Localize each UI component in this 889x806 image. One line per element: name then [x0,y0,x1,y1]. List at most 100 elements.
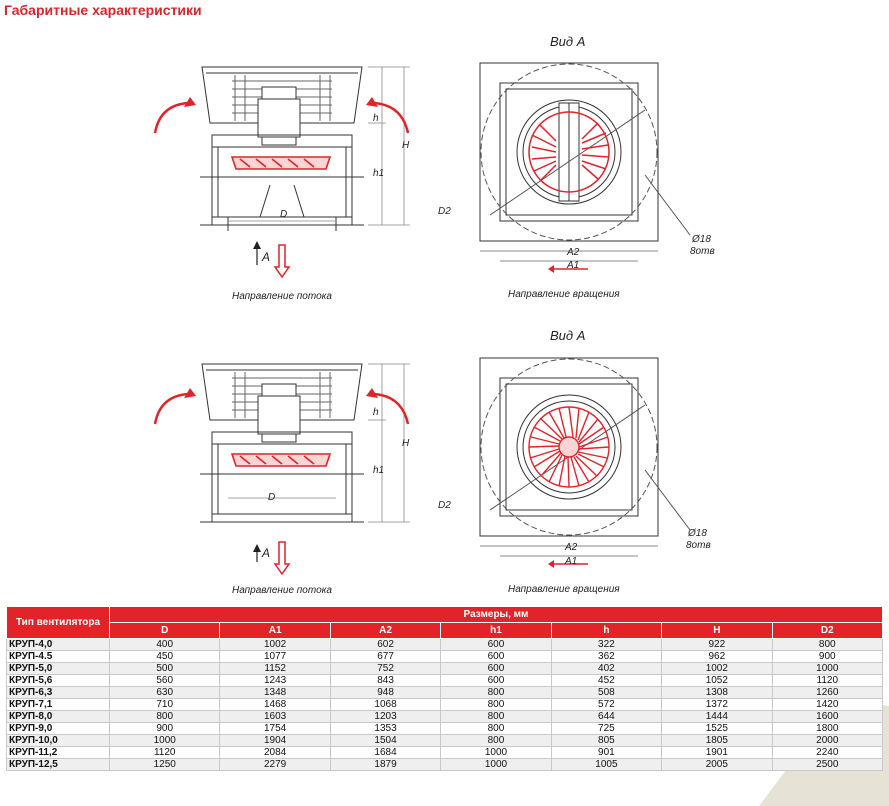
dimension-cell: 1243 [219,674,331,687]
page-title: Габаритные характеристики [4,2,202,18]
dimension-cell: 1005 [550,758,663,771]
fan-type-cell: КРУП-10,0 [6,734,110,747]
dimension-cell: 1879 [329,758,442,771]
dimension-cell: 800 [771,638,884,651]
dim-label-D: D [268,492,276,503]
dimension-cell: 800 [440,710,552,723]
dim-label-h1: h1 [373,465,385,476]
column-header-h: h [550,622,663,639]
fan-type-cell: КРУП-5,6 [6,674,110,687]
fan-type-cell: КРУП-11,2 [6,746,110,759]
top-view-drawing-bottom [479,357,691,568]
fan-type-cell: КРУП-7,1 [6,698,110,711]
dimension-cell: 644 [550,710,663,723]
hole-count-label: 8отв [690,246,715,257]
dimension-cell: 800 [440,722,552,735]
dimension-cell: 630 [108,686,221,699]
column-header-h1: h1 [440,622,552,639]
dimension-cell: 1444 [661,710,773,723]
top-view-drawing-top [479,62,691,273]
dimension-cell: 560 [108,674,221,687]
dimension-cell: 1000 [440,746,552,759]
dim-label-h: h [373,407,379,418]
dim-label-D2: D2 [438,500,451,511]
dimension-cell: 508 [550,686,663,699]
dimension-cell: 1420 [771,698,884,711]
dimension-cell: 800 [440,734,552,747]
flow-direction-label: Направление потока [232,291,332,302]
arrow-label-A: A [262,250,271,264]
dimension-cell: 1000 [108,734,221,747]
fan-type-cell: КРУП-12,5 [6,758,110,771]
view-label: Вид А [550,34,586,49]
dimension-cell: 2000 [771,734,884,747]
dimension-cell: 725 [550,722,663,735]
fan-type-cell: КРУП-9,0 [6,722,110,735]
dimension-cell: 1353 [329,722,442,735]
arrow-label-A: A [262,546,271,560]
side-view-drawing-top [153,66,410,279]
dimension-cell: 1152 [219,662,331,675]
dimension-cell: 1120 [108,746,221,759]
dimension-cell: 900 [108,722,221,735]
dimension-cell: 1308 [661,686,773,699]
dim-label-h: h [373,113,379,124]
dimension-cell: 362 [550,650,663,663]
rotation-direction-label: Направление вращения [508,289,620,300]
dimension-cell: 800 [108,710,221,723]
column-header-a1: A1 [219,622,331,639]
dimension-cell: 1002 [219,638,331,651]
dim-label-H: H [402,140,410,151]
dimension-cell: 805 [550,734,663,747]
fan-type-cell: КРУП-8,0 [6,710,110,723]
dimension-cell: 500 [108,662,221,675]
hole-diameter-label: Ø18 [692,234,711,245]
dimension-cell: 1603 [219,710,331,723]
dimension-cell: 1904 [219,734,331,747]
column-header-d2: D2 [771,622,884,639]
type-column-header: Тип вентилятора [6,606,110,639]
dimension-cell: 962 [661,650,773,663]
dim-label-D2: D2 [438,206,451,217]
dimension-cell: 1372 [661,698,773,711]
dim-label-A2: A2 [565,542,578,553]
dim-label-A1: A1 [567,260,580,271]
dimension-cell: 1077 [219,650,331,663]
side-view-drawing-bottom [153,363,410,576]
rotation-direction-label: Направление вращения [508,584,620,595]
fan-type-cell: КРУП-6,3 [6,686,110,699]
hole-count-label: 8отв [686,540,711,551]
dimension-cell: 1504 [329,734,442,747]
dimension-cell: 400 [108,638,221,651]
dimension-cell: 402 [550,662,663,675]
dimension-cell: 948 [329,686,442,699]
dimension-cell: 800 [440,686,552,699]
dimension-cell: 710 [108,698,221,711]
dimension-cell: 922 [661,638,773,651]
dimension-cell: 600 [440,638,552,651]
dimension-cell: 1203 [329,710,442,723]
dimension-cell: 2500 [771,758,884,771]
dimension-cell: 1468 [219,698,331,711]
dimension-cell: 1684 [329,746,442,759]
fan-type-cell: КРУП-4.5 [6,650,110,663]
column-header-d: D [108,622,221,639]
dim-label-h1: h1 [373,168,385,179]
dimension-cell: 1120 [771,674,884,687]
flow-direction-label: Направление потока [232,585,332,596]
dimension-cell: 1754 [219,722,331,735]
dimension-cell: 1901 [661,746,773,759]
dimension-cell: 600 [440,662,552,675]
fan-type-cell: КРУП-4,0 [6,638,110,651]
dimension-cell: 322 [550,638,663,651]
dimension-cell: 1000 [440,758,552,771]
dimension-cell: 1525 [661,722,773,735]
dimension-cell: 1052 [661,674,773,687]
view-label: Вид А [550,328,586,343]
